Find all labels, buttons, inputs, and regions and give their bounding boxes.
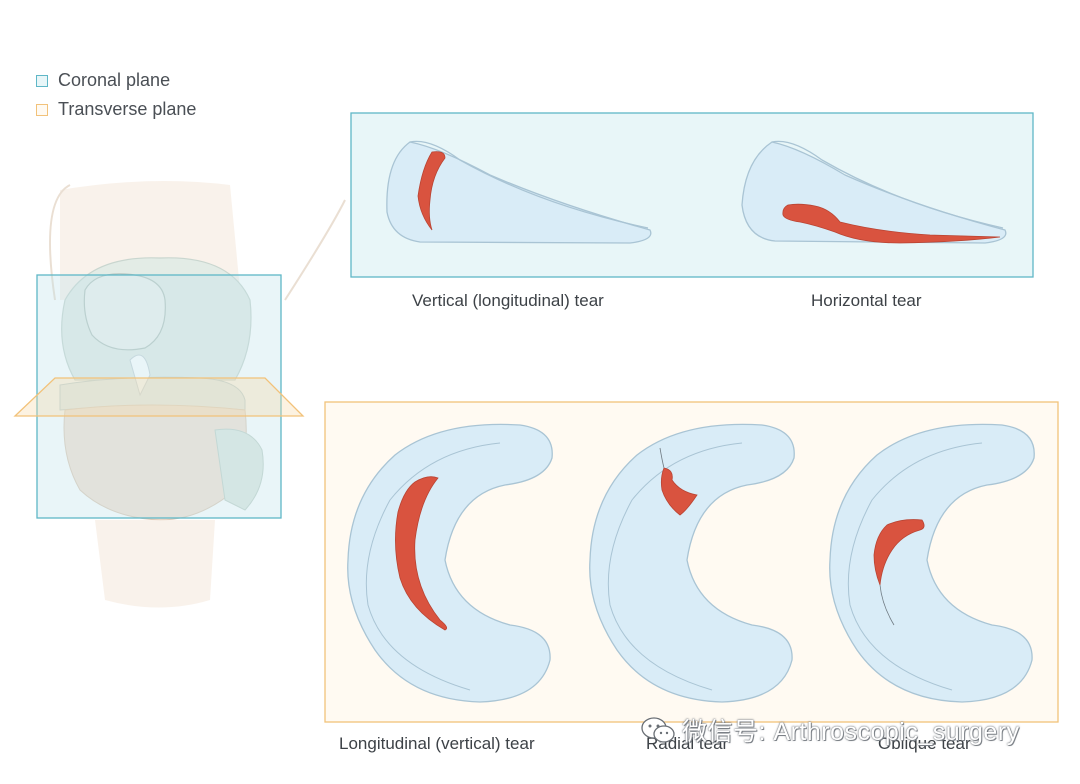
wechat-icon xyxy=(641,717,675,743)
coronal-meniscus-vertical xyxy=(386,140,652,244)
coronal-meniscus-edge-2 xyxy=(771,140,1004,229)
transverse-meniscus-longitudinal xyxy=(347,423,553,703)
c-meniscus-inner-1 xyxy=(365,442,501,691)
c-meniscus-body-2 xyxy=(589,423,795,703)
legend-label-transverse: Transverse plane xyxy=(58,99,197,119)
thigh-outline-left xyxy=(49,184,71,301)
c-meniscus-body-1 xyxy=(347,423,553,703)
label-horizontal-tear: Horizontal tear xyxy=(811,291,922,310)
horizontal-tear-mark xyxy=(782,203,1001,244)
label-oblique-tear: Oblique tear xyxy=(878,734,971,753)
oblique-tear-line xyxy=(879,584,895,626)
label-longitudinal-tear: Longitudinal (vertical) tear xyxy=(339,734,535,753)
coronal-meniscus-body-1 xyxy=(386,141,652,244)
legend-item-transverse: Transverse plane xyxy=(36,95,196,124)
watermark: 微信号: Arthroscopic_surgery xyxy=(640,712,1020,748)
radial-tear-mark xyxy=(660,467,698,516)
thigh-outline-right xyxy=(284,199,346,301)
oblique-tear-mark xyxy=(873,519,925,586)
cruciate-ligament xyxy=(129,354,151,397)
vertical-tear-mark xyxy=(417,151,446,231)
legend-label-coronal: Coronal plane xyxy=(58,70,171,90)
coronal-meniscus-edge-1 xyxy=(409,140,649,229)
coronal-swatch xyxy=(36,74,48,87)
legend-item-coronal: Coronal plane xyxy=(36,66,196,95)
longitudinal-tear-mark xyxy=(395,476,448,631)
fibula-head xyxy=(214,428,264,511)
transverse-plane-shape xyxy=(13,377,305,417)
tibia-head xyxy=(63,404,247,521)
coronal-meniscus-horizontal xyxy=(741,140,1007,244)
tibia-shaft xyxy=(95,520,215,608)
legend: Coronal plane Transverse plane xyxy=(36,66,196,124)
c-meniscus-inner-2 xyxy=(607,442,743,691)
radial-tear-line xyxy=(659,447,665,469)
transverse-meniscus-oblique xyxy=(829,423,1035,703)
coronal-plane-box xyxy=(36,274,282,519)
transverse-meniscus-radial xyxy=(589,423,795,703)
knee-illustration xyxy=(49,181,346,608)
c-meniscus-inner-3 xyxy=(847,442,983,691)
label-vertical-tear: Vertical (longitudinal) tear xyxy=(412,291,604,310)
watermark-text: 微信号: Arthroscopic_surgery xyxy=(682,718,1020,746)
patella xyxy=(83,273,166,351)
transverse-swatch xyxy=(36,103,48,116)
c-meniscus-body-3 xyxy=(829,423,1035,703)
